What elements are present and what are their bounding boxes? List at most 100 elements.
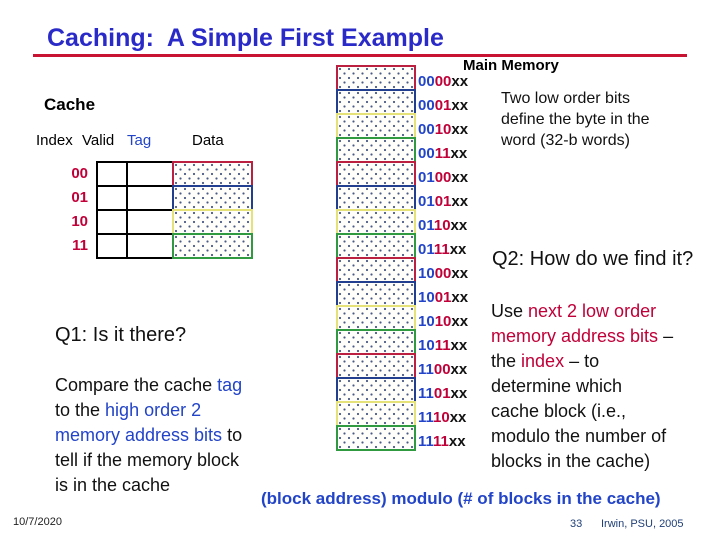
cache-table (96, 161, 256, 261)
address-byte-bits: xx (451, 193, 469, 210)
memory-block-1001 (336, 281, 416, 307)
cache-valid-cell (96, 161, 128, 187)
address-tag-bits: 11 (418, 433, 434, 450)
text-segment: – the (491, 326, 674, 371)
address-byte-bits: xx (451, 313, 469, 330)
cache-header-data: Data (192, 132, 224, 149)
address-index-bits: 00 (434, 265, 452, 282)
address-tag-bits: 11 (418, 409, 434, 426)
address-byte-bits: xx (450, 385, 468, 402)
memory-block-0101 (336, 185, 416, 211)
memory-address-label: 0001xx (418, 94, 468, 118)
address-tag-bits: 10 (418, 313, 435, 330)
answer-use-index: Use next 2 low order memory address bits… (491, 299, 706, 474)
address-tag-bits: 00 (418, 145, 435, 162)
address-index-bits: 00 (434, 169, 452, 186)
question-q2: Q2: How do we find it? (492, 248, 694, 270)
address-index-bits: 11 (434, 145, 451, 162)
text-segment: high order 2 memory address bits (55, 400, 223, 445)
memory-address-label: 0111xx (418, 238, 466, 262)
cache-index-label: 10 (71, 213, 88, 230)
address-index-bits: 10 (434, 121, 452, 138)
cache-tag-cell (126, 209, 174, 235)
cache-header-tag: Tag (127, 132, 152, 149)
address-tag-bits: 10 (418, 289, 435, 306)
address-index-bits: 01 (434, 289, 452, 306)
address-index-bits: 00 (433, 361, 451, 378)
cache-data-cell (172, 161, 253, 187)
footer-credit: Irwin, PSU, 2005 (601, 518, 684, 530)
memory-block-1111 (336, 425, 416, 451)
cache-tag-cell (126, 185, 174, 211)
cache-header-valid: Valid (82, 132, 115, 149)
memory-address-label: 0000xx (418, 70, 468, 94)
address-index-bits: 11 (434, 337, 451, 354)
address-byte-bits: xx (449, 241, 467, 258)
memory-address-label: 1111xx (418, 430, 466, 454)
cache-data-cell (172, 209, 253, 235)
cache-header-index: Index (36, 132, 73, 149)
address-index-bits: 11 (433, 241, 450, 258)
cache-valid-cell (96, 233, 128, 259)
address-byte-bits: xx (451, 169, 469, 186)
main-memory-label: Main Memory (463, 57, 559, 74)
memory-address-label: 0101xx (418, 190, 468, 214)
memory-block-0000 (336, 65, 416, 91)
address-index-bits: 10 (433, 409, 450, 426)
text-segment: Compare the cache (55, 375, 218, 395)
address-byte-bits: xx (451, 73, 469, 90)
memory-address-label: 0011xx (418, 142, 467, 166)
address-byte-bits: xx (451, 289, 469, 306)
title-underline (33, 54, 687, 57)
memory-block-0010 (336, 113, 416, 139)
memory-address-label: 0010xx (418, 118, 468, 142)
address-tag-bits: 01 (418, 169, 435, 186)
memory-block-0110 (336, 209, 416, 235)
address-byte-bits: xx (451, 265, 469, 282)
cache-index-label: 00 (71, 165, 88, 182)
address-tag-bits: 00 (418, 121, 435, 138)
address-tag-bits: 00 (418, 97, 435, 114)
address-tag-bits: 01 (418, 193, 435, 210)
address-byte-bits: xx (449, 409, 467, 426)
memory-block-1010 (336, 305, 416, 331)
text-segment: to tell if the memory block is in the ca… (55, 425, 243, 495)
text-segment: to the (55, 400, 101, 420)
memory-address-label: 1110xx (418, 406, 466, 430)
memory-address-label: 1100xx (418, 358, 467, 382)
address-byte-bits: xx (450, 361, 468, 378)
answer-compare-tag: Compare the cache tag to the high order … (55, 373, 295, 498)
cache-tag-cell (126, 233, 174, 259)
address-byte-bits: xx (450, 145, 468, 162)
cache-data-cell (172, 233, 253, 259)
address-byte-bits: xx (448, 433, 466, 450)
address-index-bits: 10 (433, 217, 451, 234)
cache-label: Cache (44, 95, 96, 114)
address-index-bits: 11 (433, 433, 449, 450)
memory-block-0111 (336, 233, 416, 259)
address-byte-bits: xx (451, 121, 469, 138)
address-tag-bits: 10 (418, 265, 435, 282)
memory-address-label: 1000xx (418, 262, 468, 286)
slide-title: Caching: A Simple First Example (47, 24, 444, 52)
cache-index-label: 11 (72, 237, 88, 254)
address-index-bits: 00 (434, 73, 452, 90)
address-index-bits: 01 (434, 193, 452, 210)
memory-block-1011 (336, 329, 416, 355)
cache-valid-cell (96, 209, 128, 235)
address-byte-bits: xx (450, 337, 468, 354)
memory-address-label: 1101xx (418, 382, 467, 406)
text-segment: tag (217, 375, 243, 395)
modulo-formula: (block address) modulo (# of blocks in t… (261, 489, 661, 508)
text-segment: Use (491, 301, 529, 321)
address-tag-bits: 01 (418, 217, 434, 234)
memory-block-0001 (336, 89, 416, 115)
memory-block-0011 (336, 137, 416, 163)
memory-address-label: 1011xx (418, 334, 467, 358)
memory-address-label: 1001xx (418, 286, 468, 310)
memory-block-1110 (336, 401, 416, 427)
cache-valid-cell (96, 185, 128, 211)
memory-block-1000 (336, 257, 416, 283)
memory-block-1100 (336, 353, 416, 379)
